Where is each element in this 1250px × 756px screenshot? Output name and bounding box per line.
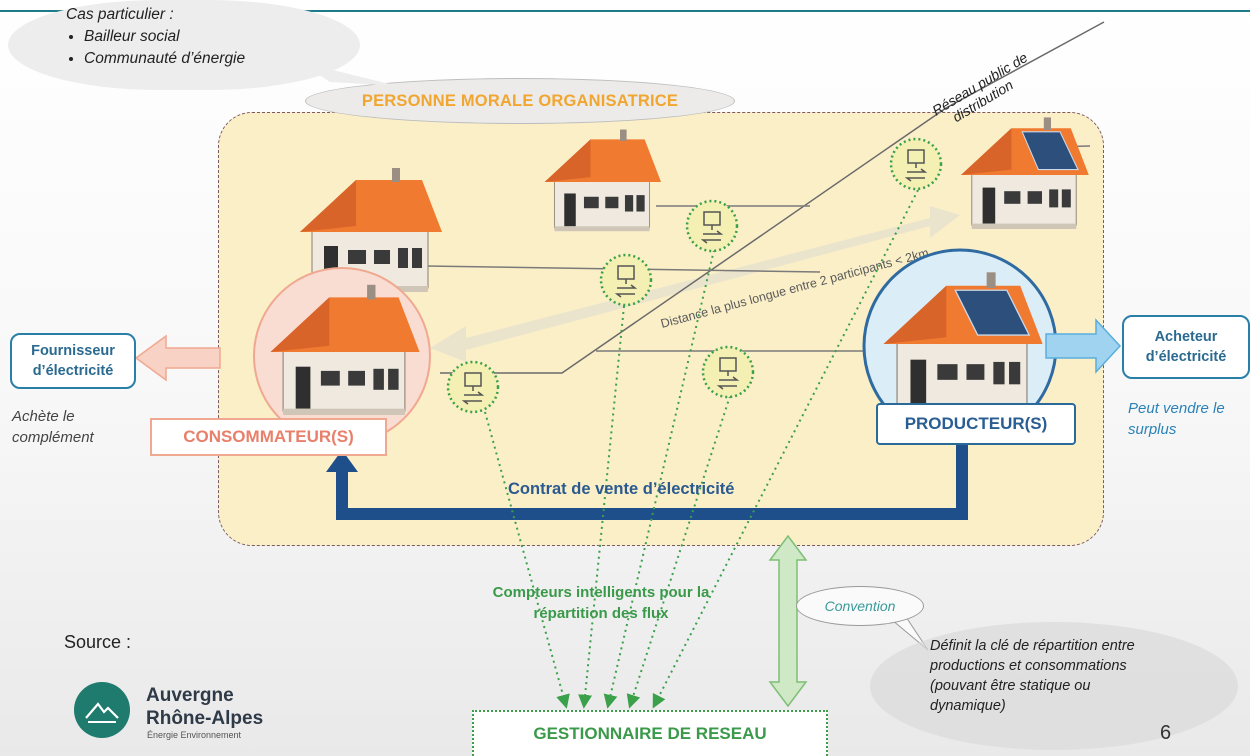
logo-line3: Énergie Environnement	[147, 730, 242, 740]
logo-line2: Rhône-Alpes	[146, 708, 264, 729]
organizer-label: PERSONNE MORALE ORGANISATRICE	[361, 91, 679, 110]
smart-meter-icon	[599, 253, 653, 307]
organizer-ellipse: PERSONNE MORALE ORGANISATRICE	[305, 78, 735, 124]
network-operator-label: GESTIONNAIRE DE RESEAU	[533, 724, 767, 743]
arra-logo-icon	[74, 682, 130, 738]
public-grid-line	[440, 21, 1105, 374]
special-case-item: Communauté d’énergie	[84, 48, 245, 70]
convention-label: Convention	[824, 598, 896, 614]
buyer-label: Acheteur d’électricité	[1145, 329, 1227, 365]
page-number: 6	[1160, 722, 1172, 744]
buyer-note: Peut vendre le surplus	[1128, 400, 1225, 438]
convention-note: Définit la clé de répartition entre prod…	[930, 638, 1135, 714]
convention-note-bubble	[870, 622, 1238, 750]
grid-label: Réseau public de distribution	[929, 47, 1042, 132]
supplier-note: Achète le complément	[12, 408, 94, 446]
logo-line1: Auvergne	[146, 685, 234, 706]
smart-meter-icon	[446, 360, 500, 414]
special-cases-title: Cas particulier :	[66, 6, 174, 23]
electricity-supplier-box: Fournisseur d’électricité	[10, 333, 136, 389]
contract-label: Contrat de vente d’électricité	[508, 480, 735, 498]
distance-arrow	[430, 206, 960, 362]
producer-house-icon	[883, 271, 1044, 412]
bubble-tail	[300, 62, 398, 86]
smart-meter-icon	[889, 137, 943, 191]
convention-bubble: Convention	[796, 586, 924, 626]
special-cases-list: Bailleur social Communauté d’énergie	[66, 26, 245, 70]
smart-meter-icon	[701, 345, 755, 399]
supplier-arrow	[134, 334, 221, 382]
special-case-item: Bailleur social	[84, 26, 245, 48]
producers-label: PRODUCTEUR(S)	[876, 403, 1076, 445]
contract-arrow-head	[326, 450, 358, 472]
electricity-buyer-box: Acheteur d’électricité	[1122, 315, 1250, 379]
source-label: Source :	[64, 632, 132, 652]
convention-arrow	[768, 534, 808, 708]
buyer-arrow	[1045, 318, 1122, 374]
network-operator-box: GESTIONNAIRE DE RESEAU	[472, 710, 828, 756]
meter-data-lines	[484, 189, 919, 709]
smart-meters-label: Compteurs intelligents pour la répartiti…	[492, 584, 710, 622]
house-icon	[544, 129, 662, 232]
consumers-label: CONSOMMATEUR(S)	[150, 418, 387, 456]
supplier-label: Fournisseur d’électricité	[31, 343, 115, 379]
smart-meter-icon	[685, 199, 739, 253]
house-icon	[960, 116, 1090, 230]
top-divider	[0, 10, 1250, 12]
special-cases-text: Cas particulier : Bailleur social Commun…	[66, 4, 245, 70]
special-cases-bubble	[8, 0, 360, 90]
contract-arrow	[336, 444, 968, 520]
